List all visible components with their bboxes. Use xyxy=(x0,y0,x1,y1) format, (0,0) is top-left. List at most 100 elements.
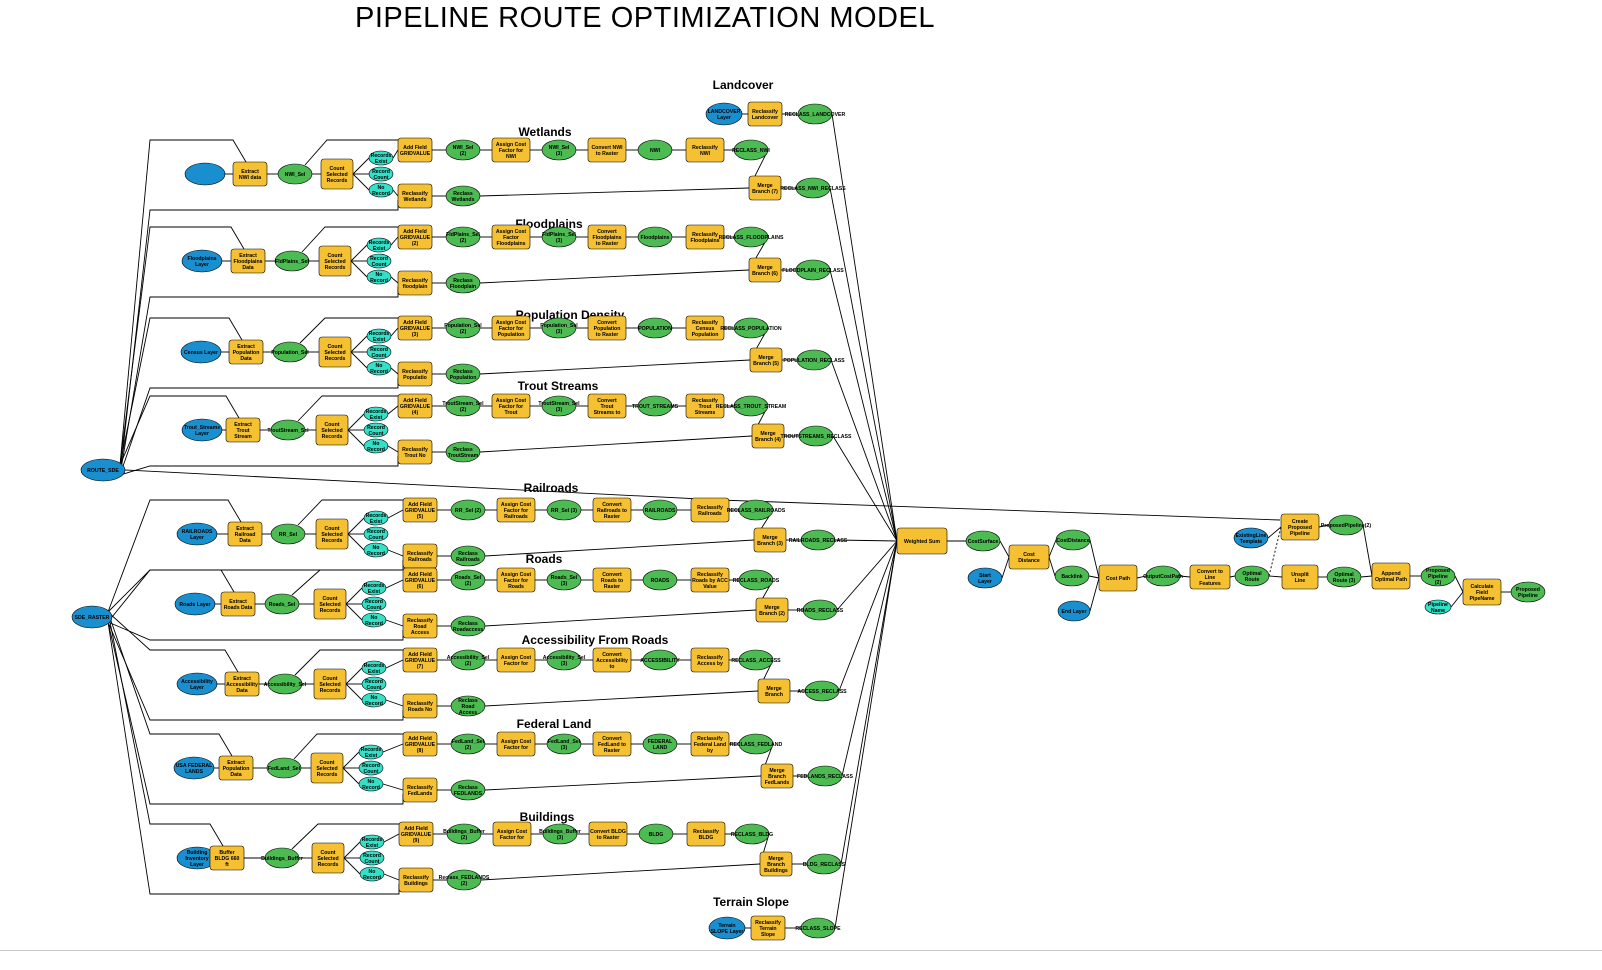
node-src-b[interactable]: SDE_RASTER xyxy=(71,605,113,629)
node-a-sel[interactable]: Accessibility_Sel xyxy=(264,673,307,695)
node-f-sel[interactable]: FldPlains_Sel xyxy=(274,250,309,272)
node-r-o4[interactable]: RECLASS_RAILROADS xyxy=(727,499,786,521)
node-w-o1[interactable]: NWI_Sel(2) xyxy=(445,139,481,161)
node-g-o4[interactable]: RECLASS_FEDLAND xyxy=(730,733,783,755)
node-g-out[interactable]: FEDLANDS_RECLASS xyxy=(797,765,853,787)
node-g-o1[interactable]: FedLand_Sel(2) xyxy=(450,733,486,755)
node-w-out[interactable]: RECLASS_NWI_RECLASS xyxy=(780,177,846,199)
node-r-sel[interactable]: RR_Sel xyxy=(270,523,306,545)
node-t-out[interactable]: TROUTSTREAMS_RECLASS xyxy=(781,425,852,447)
node-b-o4[interactable]: RECLASS_BLDG xyxy=(731,823,773,845)
node-t-o1[interactable]: TroutStream_Sel(2) xyxy=(442,395,484,417)
node-p-o1[interactable]: Population_Sel(2) xyxy=(444,317,482,339)
node-r-o3[interactable]: RAILROADS xyxy=(642,499,678,521)
node-a-o3[interactable]: ACCESSIBILITY xyxy=(640,649,680,671)
node-t-o2[interactable]: TroutStream_Sel(3) xyxy=(538,395,580,417)
node-r-out[interactable]: RAILROADS_RECLASS xyxy=(789,529,848,551)
node-ws-out[interactable]: CostSurface xyxy=(965,530,1001,552)
node-f-o3[interactable]: Floodplains xyxy=(637,226,673,248)
node-costpath[interactable]: Cost Path xyxy=(1098,564,1138,592)
node-end-layer[interactable]: End Layer xyxy=(1057,600,1091,622)
node-b-sel[interactable]: Buildings_Buffer xyxy=(261,847,303,869)
node-proposed[interactable]: ProposedPipeline(2) xyxy=(1321,514,1371,536)
node-s-out[interactable]: RECLASS_SLOPE xyxy=(795,917,841,939)
node-ws[interactable]: Weighted Sum xyxy=(896,527,948,555)
node-f-o4[interactable]: RECLASS_FLOODPLAINS xyxy=(719,226,784,248)
node-backlink[interactable]: Backlink xyxy=(1054,565,1090,587)
node-b-out[interactable]: BLDG_RECLASS xyxy=(803,853,846,875)
node-t-o4[interactable]: RECLASS_TROUT_STREAM xyxy=(716,395,786,417)
node-g-o2[interactable]: FedLand_Sel(3) xyxy=(546,733,582,755)
node-r-o1[interactable]: RR_Sel (2) xyxy=(450,499,486,521)
node-p-o2[interactable]: Population_Sel(3) xyxy=(540,317,578,339)
node-cp-out[interactable]: OutputCostPath xyxy=(1143,565,1183,587)
